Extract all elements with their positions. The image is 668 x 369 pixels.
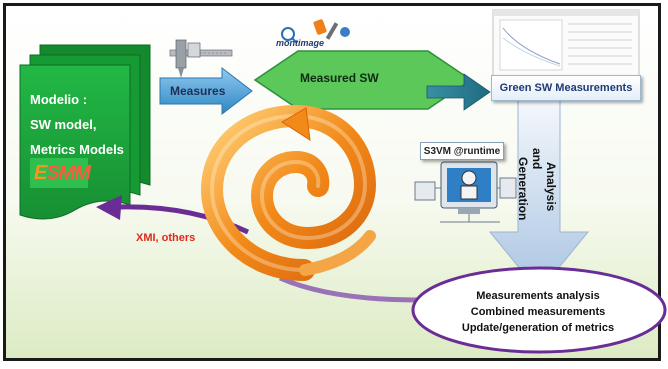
esmm-logo [30,158,88,188]
combined-measurements-label: Combined measurements [470,306,606,318]
measurements-analysis-label: Measurements analysis [476,290,600,302]
s3vm-runtime-box: S3VM @runtime [420,142,504,160]
montimage-logo [281,19,350,44]
measurements-analysis-ellipse [411,266,667,354]
generation-label: Generation [516,157,530,221]
measures-arrow [159,66,253,116]
and-label: and [530,148,544,170]
diamond-to-green-sw-arrow [426,73,491,111]
measured-sw-label: Measured SW [300,71,379,85]
metrics-models-label: Metrics Models [30,142,124,157]
esmm-logo-text: ESMM [34,162,91,185]
sw-model-label: SW model, [30,117,97,132]
ellipse-to-spiral-curve [278,275,419,303]
analysis-label: Analysis [544,162,558,212]
modelio-documents [19,44,151,220]
measures-label: Measures [170,84,226,98]
modelio-title: Modelio : [30,92,88,107]
ellipse-text-block: Measurements analysis Combined measureme… [430,288,646,336]
analysis-generation-arrow [488,99,590,293]
caliper-icon [169,39,233,78]
update-generation-label: Update/generation of metrics [461,322,615,334]
xmi-others-label: XMI, others [136,232,196,244]
s3vm-machine-icon [414,161,517,223]
green-sw-measurements-box: Green SW Measurements [491,75,641,101]
montimage-logo-text: montimage [276,38,325,48]
esmm-logo-text-smm: SMM [46,162,91,184]
measurements-screenshot-thumbnail [492,9,640,77]
orange-spiral [200,104,377,281]
esmm-logo-text-e: E [34,162,47,184]
